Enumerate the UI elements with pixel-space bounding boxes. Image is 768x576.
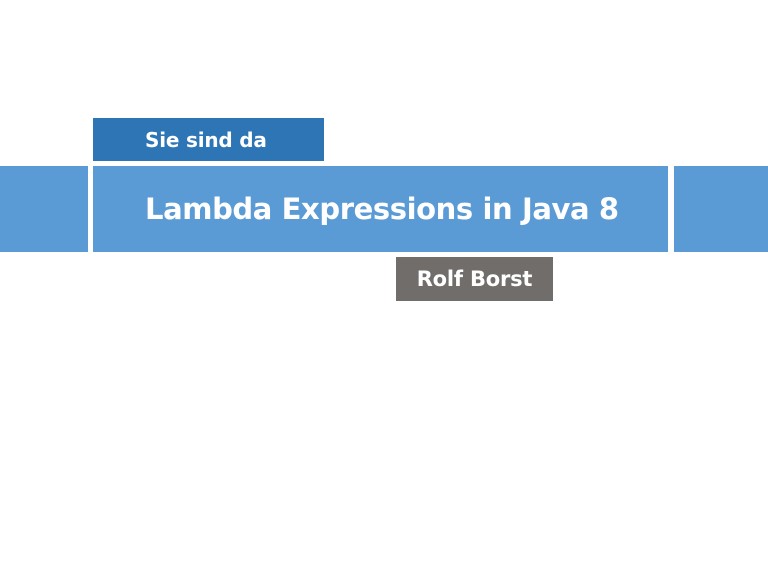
section-label-box: Sie sind da (93, 118, 324, 161)
title-band: Lambda Expressions in Java 8 (93, 166, 668, 252)
title-band-right-segment (674, 166, 768, 252)
slide-title: Lambda Expressions in Java 8 (145, 192, 619, 226)
author-box: Rolf Borst (396, 257, 553, 301)
section-label: Sie sind da (145, 127, 267, 152)
title-band-left-segment (0, 166, 88, 252)
author-name: Rolf Borst (416, 267, 533, 291)
